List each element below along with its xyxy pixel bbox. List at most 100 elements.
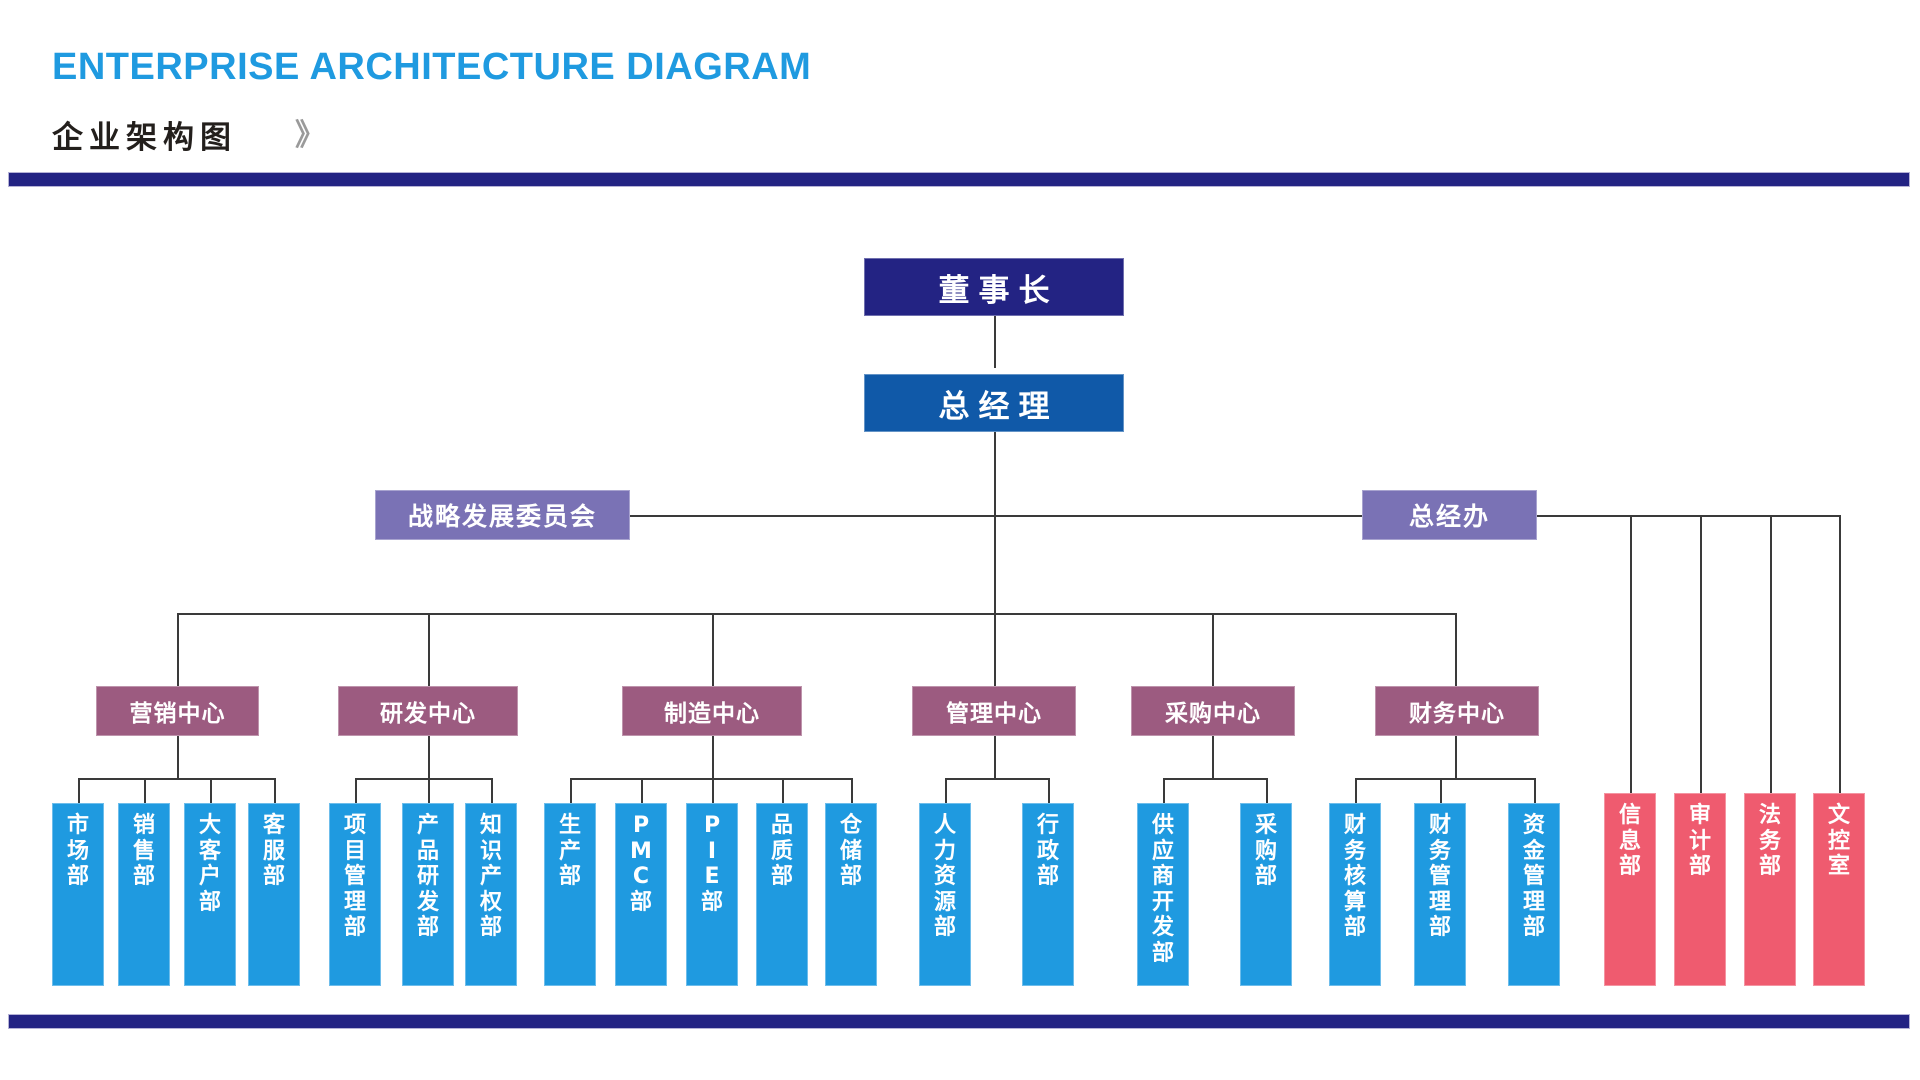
connector-center2-bus: [355, 778, 492, 780]
node-center-rnd-label: 研发中心: [380, 701, 476, 727]
connector-gm-trunk: [994, 432, 996, 614]
connector-center1-stem: [177, 735, 179, 779]
connector-center4-drop-2: [1048, 778, 1050, 803]
node-dept-administration-label: 行政部: [1037, 813, 1060, 890]
node-dept-ip-label: 知识产权部: [480, 813, 503, 941]
node-dept-warehouse[interactable]: 仓储部: [825, 803, 877, 986]
connector-center-drop-3: [712, 613, 714, 686]
node-dept-production[interactable]: 生产部: [544, 803, 596, 986]
node-center-rnd[interactable]: 研发中心: [338, 686, 518, 736]
node-chairman[interactable]: 董事长: [864, 258, 1124, 316]
node-dept-pie[interactable]: PIE部: [686, 803, 738, 986]
connector-center3-drop-2: [641, 778, 643, 803]
node-dept-project-management-label: 项目管理部: [344, 813, 367, 941]
node-chairman-label: 董事长: [938, 272, 1059, 309]
node-dept-ip[interactable]: 知识产权部: [465, 803, 517, 986]
node-dept-project-management[interactable]: 项目管理部: [329, 803, 381, 986]
connector-center1-drop-4: [274, 778, 276, 803]
connector-center3-drop-3: [712, 778, 714, 803]
connector-center-drop-4: [994, 613, 996, 686]
connector-center3-stem: [712, 735, 714, 779]
node-general-manager[interactable]: 总经理: [864, 374, 1124, 432]
node-strategy-development-committee[interactable]: 战略发展委员会: [375, 490, 630, 540]
connector-center2-stem: [428, 735, 430, 803]
node-dept-purchasing-label: 采购部: [1255, 813, 1278, 890]
node-dept-financial-accounting[interactable]: 财务核算部: [1329, 803, 1381, 986]
node-unit-legal-label: 法务部: [1759, 803, 1782, 880]
connector-direct-units-bus: [1535, 515, 1840, 517]
connector-center5-bus: [1163, 778, 1268, 780]
node-dept-quality-label: 品质部: [771, 813, 794, 890]
page-title-chinese: 企业架构图: [52, 120, 237, 156]
node-dept-financial-management[interactable]: 财务管理部: [1414, 803, 1466, 986]
node-dept-pmc-label: PMC部: [630, 813, 653, 915]
connector-center6-bus: [1355, 778, 1535, 780]
node-dept-fund-management[interactable]: 资金管理部: [1508, 803, 1560, 986]
node-dept-product-rnd-label: 产品研发部: [417, 813, 440, 941]
node-center-manufacturing[interactable]: 制造中心: [622, 686, 802, 736]
connector-center6-drop-2: [1440, 778, 1442, 803]
node-unit-information[interactable]: 信息部: [1604, 793, 1656, 986]
connector-center5-drop-1: [1163, 778, 1165, 803]
connector-gm-office-left: [994, 515, 1362, 517]
connector-center5-drop-2: [1266, 778, 1268, 803]
connector-strategy-committee: [628, 515, 996, 517]
connector-centers-bus: [177, 613, 1456, 615]
node-strategy-committee-label: 战略发展委员会: [407, 502, 597, 531]
node-center-management-label: 管理中心: [946, 701, 1042, 727]
node-center-procurement[interactable]: 采购中心: [1131, 686, 1295, 736]
node-dept-pmc[interactable]: PMC部: [615, 803, 667, 986]
node-dept-sales-label: 销售部: [133, 813, 156, 890]
connector-center1-bus: [78, 778, 276, 780]
node-center-marketing[interactable]: 营销中心: [96, 686, 259, 736]
node-center-procurement-label: 采购中心: [1165, 701, 1261, 727]
node-unit-audit[interactable]: 审计部: [1674, 793, 1726, 986]
connector-center6-drop-3: [1534, 778, 1536, 803]
node-unit-document-control[interactable]: 文控室: [1813, 793, 1865, 986]
connector-center1-drop-2: [144, 778, 146, 803]
node-dept-fund-management-label: 资金管理部: [1523, 813, 1546, 941]
node-dept-human-resources[interactable]: 人力资源部: [919, 803, 971, 986]
node-dept-purchasing[interactable]: 采购部: [1240, 803, 1292, 986]
node-dept-customer-service-label: 客服部: [263, 813, 286, 890]
node-dept-production-label: 生产部: [559, 813, 582, 890]
node-unit-information-label: 信息部: [1619, 803, 1642, 880]
node-dept-market-label: 市场部: [67, 813, 90, 890]
node-dept-pie-label: PIE部: [701, 813, 724, 915]
node-gm-office-label: 总经办: [1408, 502, 1490, 531]
connector-center1-drop-3: [210, 778, 212, 803]
node-dept-key-account[interactable]: 大客户部: [184, 803, 236, 986]
node-dept-customer-service[interactable]: 客服部: [248, 803, 300, 986]
node-dept-market[interactable]: 市场部: [52, 803, 104, 986]
chevron-double-right-icon: 》: [295, 119, 325, 152]
connector-center3-drop-5: [851, 778, 853, 803]
node-unit-legal[interactable]: 法务部: [1744, 793, 1796, 986]
connector-center4-stem: [994, 735, 996, 779]
connector-center1-drop-1: [78, 778, 80, 803]
connector-direct-unit-2: [1700, 515, 1702, 793]
node-center-management[interactable]: 管理中心: [912, 686, 1076, 736]
node-dept-sales[interactable]: 销售部: [118, 803, 170, 986]
connector-center2-drop-3: [491, 778, 493, 803]
connector-center4-bus: [945, 778, 1050, 780]
header-rule: [8, 172, 1910, 187]
node-dept-product-rnd[interactable]: 产品研发部: [402, 803, 454, 986]
connector-center5-stem: [1212, 735, 1214, 779]
connector-center3-bus: [570, 778, 853, 780]
node-dept-quality[interactable]: 品质部: [756, 803, 808, 986]
node-center-finance-label: 财务中心: [1409, 701, 1505, 727]
node-general-manager-office[interactable]: 总经办: [1362, 490, 1537, 540]
connector-center-drop-2: [428, 613, 430, 686]
node-dept-key-account-label: 大客户部: [199, 813, 222, 915]
node-general-manager-label: 总经理: [938, 388, 1059, 425]
node-center-finance[interactable]: 财务中心: [1375, 686, 1539, 736]
connector-center4-drop-1: [945, 778, 947, 803]
connector-center-drop-5: [1212, 613, 1214, 686]
footer-rule: [8, 1014, 1910, 1029]
connector-direct-unit-1: [1630, 515, 1632, 793]
connector-center3-drop-1: [570, 778, 572, 803]
node-dept-administration[interactable]: 行政部: [1022, 803, 1074, 986]
node-dept-supplier-development[interactable]: 供应商开发部: [1137, 803, 1189, 986]
connector-direct-unit-3: [1770, 515, 1772, 793]
